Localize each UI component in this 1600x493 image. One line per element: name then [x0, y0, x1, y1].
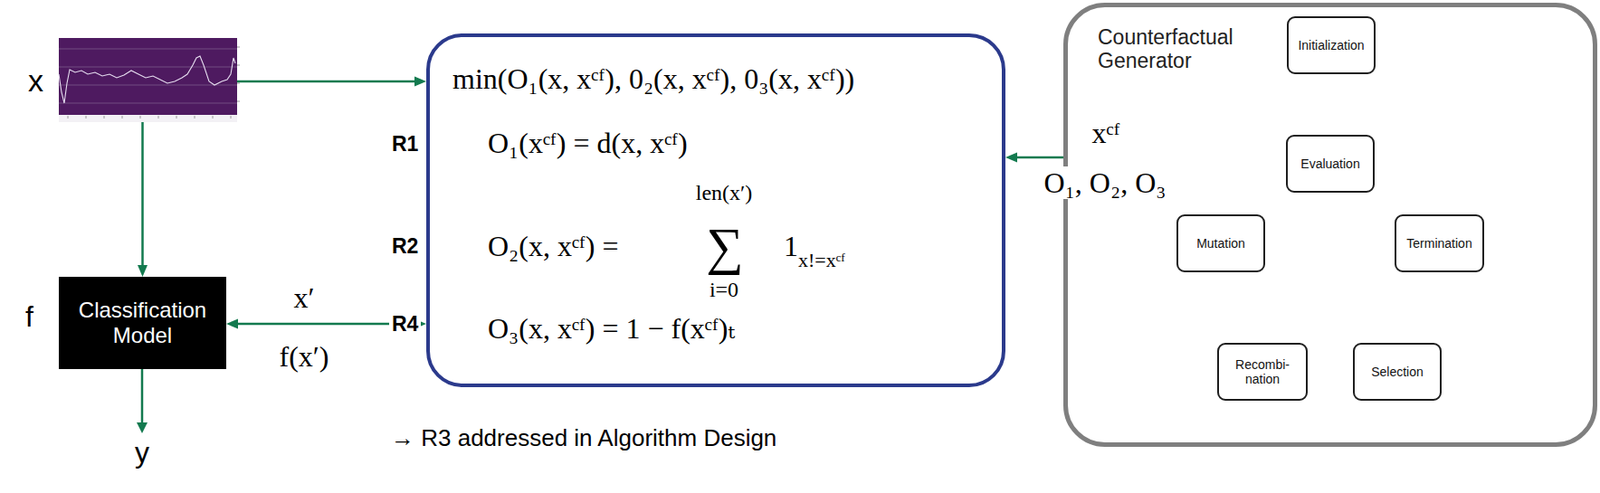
process-label: Initialization: [1297, 38, 1364, 53]
formula: O₃(x, xᶜᶠ) = 1 − f(xᶜᶠ)ₜ: [487, 312, 735, 346]
arrow-label: xᶜᶠ: [1089, 116, 1124, 151]
sum-upper-limit: len(x′): [695, 180, 753, 207]
formula: min(O₁(x, xᶜᶠ), 0₂(x, xᶜᶠ), 0₃(x, xᶜᶠ)): [452, 62, 855, 96]
process-box: Termination: [1394, 214, 1485, 273]
note: → R3 addressed in Algorithm Design: [390, 425, 777, 453]
output-label: y: [134, 436, 150, 470]
sum-lower-limit: i=0: [709, 277, 739, 304]
arrow-label: x′: [294, 281, 315, 315]
formula: 1: [783, 229, 799, 264]
formula-subscript: x!=xᶜᶠ: [798, 248, 846, 272]
arrow-head: [226, 319, 239, 330]
requirement-tag: R1: [389, 132, 421, 156]
time-series-image: [58, 38, 240, 123]
sum-symbol: ∑: [705, 220, 743, 274]
arrow-head: [1005, 152, 1018, 163]
classifier-box: fClassification Model: [58, 276, 227, 370]
formula: O₁(xᶜᶠ) = d(x, xᶜᶠ): [487, 126, 688, 161]
grid-line: [58, 66, 238, 68]
generator-panel: Counterfactual Generator InitializationEv…: [1063, 2, 1598, 448]
objective-box: min(O₁(x, xᶜᶠ), 0₂(x, xᶜᶠ), 0₃(x, xᶜᶠ)) O…: [426, 33, 1006, 388]
process-label: Mutation: [1196, 236, 1246, 251]
arrow-head: [137, 265, 148, 277]
plot-background: [58, 38, 238, 115]
panel-title: Counterfactual Generator: [1097, 25, 1257, 74]
grid-line: [58, 85, 238, 86]
process-box: Evaluation: [1285, 134, 1375, 193]
signal-line: [58, 56, 236, 104]
requirement-tag: R4: [389, 312, 421, 336]
grid-line: [58, 103, 238, 105]
process-box: Recombi- nation: [1217, 342, 1308, 401]
output-arrow-head: [136, 422, 148, 434]
axis-ticks: [67, 115, 231, 119]
grid-line: [58, 48, 238, 50]
formula: O₂(x, xᶜᶠ) =: [487, 229, 619, 264]
process-box: Mutation: [1176, 214, 1266, 273]
arrow-line: [141, 122, 144, 269]
arrow-label: f(x′): [279, 340, 330, 374]
process-box: Selection: [1352, 342, 1442, 401]
output-arrow-line: [141, 369, 144, 424]
time-series-node: x: [58, 38, 238, 123]
input-label: x: [28, 63, 44, 99]
model-label: f: [25, 300, 34, 334]
axis-strip: [58, 114, 238, 123]
process-label: Recombi- nation: [1224, 357, 1301, 387]
flow-arrow: [237, 76, 427, 87]
arrow-line: [237, 80, 419, 84]
process-label: Evaluation: [1300, 156, 1360, 172]
arrow-label: O₁, O₂, O₃: [1041, 166, 1170, 200]
flow-arrow: [137, 122, 148, 277]
process-label: Termination: [1406, 236, 1472, 251]
process-label: Selection: [1371, 364, 1424, 380]
process-box: Initialization: [1286, 16, 1376, 75]
axis-ticks: [237, 47, 240, 102]
requirement-tag: R2: [389, 234, 421, 258]
box-title: Classification Model: [67, 297, 218, 348]
arrow-head: [414, 76, 427, 87]
